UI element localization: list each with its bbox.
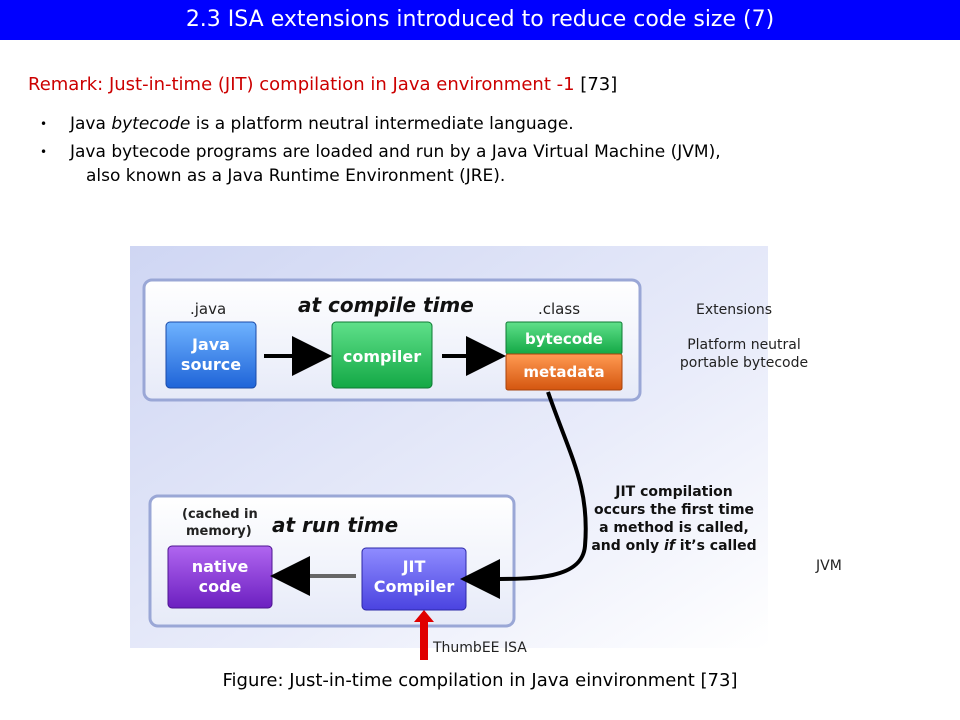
java-source-label-2: source (181, 355, 241, 374)
jvm-label: JVM (816, 558, 842, 574)
jit-note-line-3: a method is called, (599, 520, 749, 536)
extensions-label: Extensions (696, 302, 773, 318)
cached-label-1: (cached in (182, 507, 258, 522)
metadata-box (505, 353, 623, 391)
native-code-label-1: native (192, 557, 249, 576)
bytecode-label: bytecode (525, 330, 603, 348)
jit-note-line-2: occurs the first time (594, 502, 754, 518)
platform-neutral-label: Platform neutral portable bytecode (679, 337, 809, 371)
arrow-bytecode-to-jit (460, 391, 588, 600)
remark-text: Remark: Just-in-time (JIT) compilation i… (28, 74, 575, 95)
thumbee-isa-label: ThumbEE ISA (433, 640, 527, 656)
bullet-dot-icon: • (40, 117, 48, 131)
class-extension-label: .class (538, 300, 580, 318)
bytecode-emphasis: bytecode (111, 114, 191, 134)
metadata-label: metadata (523, 363, 604, 381)
remark-heading: Remark: Just-in-time (JIT) compilation i… (28, 74, 617, 95)
jit-note-line-4: and only if it’s called (591, 538, 756, 554)
bullet-list: •Java bytecode is a platform neutral int… (40, 112, 721, 192)
jit-compilation-diagram: at compile time .java Java source compil… (130, 246, 768, 648)
thumbee-arrow-icon (414, 610, 434, 660)
figure-caption: Figure: Just-in-time compilation in Java… (222, 670, 738, 691)
compiler-box (331, 321, 433, 389)
bullet-item: •Java bytecode is a platform neutral int… (40, 114, 574, 134)
compiler-label: compiler (343, 347, 421, 366)
cached-label-2: memory) (186, 524, 252, 539)
jit-note-line-1: JIT compilation (614, 484, 733, 500)
run-time-title: at run time (272, 513, 398, 537)
java-source-label-1: Java (191, 335, 230, 354)
compile-time-title: at compile time (298, 293, 474, 317)
slide-title: 2.3 ISA extensions introduced to reduce … (0, 0, 960, 40)
native-code-label-2: code (199, 577, 242, 596)
remark-reference: [73] (580, 74, 618, 95)
jit-compiler-label-1: JIT (402, 557, 426, 576)
bullet-item: •Java bytecode programs are loaded and r… (40, 142, 721, 186)
java-extension-label: .java (190, 300, 226, 318)
jit-compiler-label-2: Compiler (374, 577, 455, 596)
bullet-dot-icon: • (40, 145, 48, 159)
java-source-box (165, 321, 257, 389)
